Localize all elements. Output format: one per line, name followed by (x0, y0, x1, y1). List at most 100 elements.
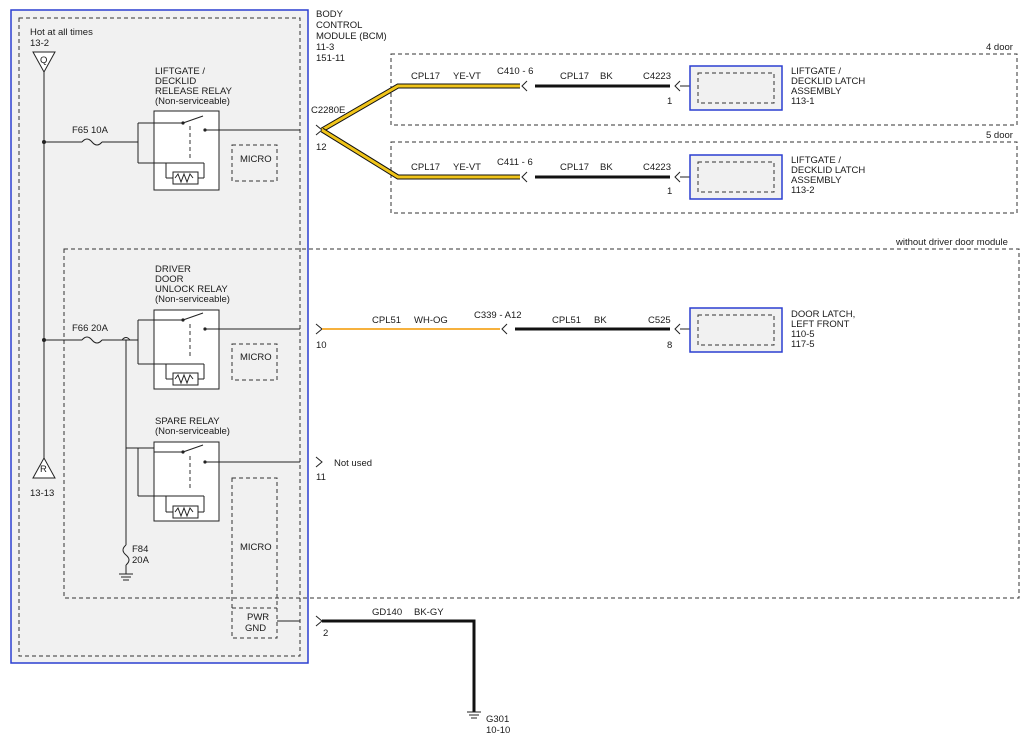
c4-left-wire: CPL17 (411, 71, 440, 82)
svg-text:R: R (40, 464, 47, 475)
main-micro-box: MICRO PWR GND (231, 477, 278, 639)
f84-fuse-symbol (122, 544, 130, 566)
dd-left-color: WH-OG (414, 315, 448, 326)
g301-label: G301 (486, 714, 509, 725)
pin-12-arrow (315, 124, 323, 136)
svg-text:DECKLID LATCH: DECKLID LATCH (791, 165, 865, 176)
c5-right-color: BK (600, 162, 613, 173)
svg-text:GND: GND (245, 623, 266, 634)
c5-inline-connector: C411 - 6 (497, 157, 533, 168)
f66-fuse-symbol (81, 336, 103, 344)
svg-text:MICRO: MICRO (240, 542, 272, 553)
not-used-label: Not used (334, 458, 372, 469)
c4-connector: C4223 (643, 71, 671, 82)
svg-text:ASSEMBLY: ASSEMBLY (791, 86, 842, 97)
svg-text:RELEASE RELAY: RELEASE RELAY (155, 86, 233, 97)
driver-door-unlock-relay (137, 309, 300, 390)
svg-text:LIFTGATE /: LIFTGATE / (791, 155, 841, 166)
liftgate-micro-box: MICRO (231, 144, 278, 182)
gnd-black-wire (322, 619, 476, 712)
without-ddm-group-box (63, 248, 1020, 599)
svg-text:SPARE RELAY: SPARE RELAY (155, 416, 220, 427)
pin-11-label: 11 (316, 472, 326, 483)
pin-10-arrow (315, 323, 323, 335)
dd-right-color: BK (594, 315, 607, 326)
pin-12-label: 12 (316, 142, 327, 153)
svg-text:110-5: 110-5 (791, 329, 815, 340)
c5-left-color: YE-VT (453, 162, 481, 173)
c4-left-color: YE-VT (453, 71, 481, 82)
f65-fuse-symbol (81, 138, 103, 146)
c5-connector: C4223 (643, 162, 671, 173)
c4-end-arrow (674, 80, 681, 92)
pin-2-arrow (315, 615, 323, 627)
svg-text:LEFT FRONT: LEFT FRONT (791, 319, 850, 330)
driver-micro-box: MICRO (231, 343, 278, 381)
dd-connector: C525 (648, 315, 671, 326)
door-latch-label: DOOR LATCH, LEFT FRONT 110-5 117-5 (791, 309, 855, 350)
svg-text:Q: Q (40, 55, 47, 66)
c2280e-connector-label: C2280E (311, 105, 345, 116)
dd-inline-connector: C339 - A12 (474, 310, 522, 321)
c4-right-color: BK (600, 71, 613, 82)
svg-text:MICRO: MICRO (240, 154, 272, 165)
liftgate-relay-label: LIFTGATE / DECKLID RELEASE RELAY (Non-se… (155, 66, 233, 107)
without-ddm-group-label: without driver door module (895, 237, 1008, 248)
svg-text:LIFTGATE /: LIFTGATE / (791, 66, 841, 77)
svg-text:ASSEMBLY: ASSEMBLY (791, 175, 842, 186)
c5-right-wire: CPL17 (560, 162, 589, 173)
c5-end-arrow (674, 171, 681, 183)
pin-2-label: 2 (323, 628, 328, 639)
svg-text:DECKLID: DECKLID (155, 76, 196, 87)
pin-10-label: 10 (316, 340, 327, 351)
latch-4door-label: LIFTGATE / DECKLID LATCH ASSEMBLY 113-1 (791, 66, 865, 107)
hot-at-all-times-label: Hot at all times (30, 27, 93, 38)
dd-pin: 8 (667, 340, 672, 351)
svg-text:DOOR LATCH,: DOOR LATCH, (791, 309, 855, 320)
svg-text:PWR: PWR (247, 612, 269, 623)
dd-left-wire: CPL51 (372, 315, 401, 326)
svg-text:113-2: 113-2 (791, 185, 815, 196)
latch-5door-component (689, 154, 783, 200)
pin-11-arrow (315, 456, 323, 468)
bcm-internal-outline (18, 17, 301, 657)
four-door-group-label: 4 door (986, 42, 1013, 53)
svg-text:MODULE (BCM): MODULE (BCM) (316, 31, 387, 42)
c5-pin: 1 (667, 186, 672, 197)
five-door-group-label: 5 door (986, 130, 1013, 141)
driver-relay-label: DRIVER DOOR UNLOCK RELAY (Non-serviceabl… (155, 264, 230, 305)
cpl17-yellow-harness (320, 83, 520, 180)
dd-end-arrow (674, 323, 681, 335)
svg-text:BODY: BODY (316, 9, 344, 20)
svg-text:(Non-serviceable): (Non-serviceable) (155, 294, 230, 305)
g301-ground-icon (467, 711, 481, 719)
f84-ground-icon (119, 573, 133, 581)
hot-feed-ref: 13-2 (30, 38, 49, 49)
c4-right-wire: CPL17 (560, 71, 589, 82)
five-door-group-box (390, 141, 1018, 214)
f66-label: F66 20A (72, 323, 109, 334)
svg-text:MICRO: MICRO (240, 352, 272, 363)
svg-text:DOOR: DOOR (155, 274, 184, 285)
bus-crossover (121, 337, 131, 341)
f84-label: F84 (132, 544, 148, 555)
svg-text:UNLOCK RELAY: UNLOCK RELAY (155, 284, 228, 295)
dd-inline-arrow (501, 323, 508, 335)
svg-text:DRIVER: DRIVER (155, 264, 191, 275)
gnd-wire-label: GD140 (372, 607, 402, 618)
latch-4door-component (689, 65, 783, 111)
c5-left-wire: CPL17 (411, 162, 440, 173)
dd-right-wire: CPL51 (552, 315, 581, 326)
svg-text:11-3: 11-3 (316, 42, 334, 53)
bcm-title: BODY CONTROL MODULE (BCM) 11-3 151-11 (316, 9, 387, 64)
r-connector-symbol: R (32, 456, 56, 479)
svg-text:113-1: 113-1 (791, 96, 815, 107)
c4-inline-arrow (521, 80, 528, 92)
spare-relay-label: SPARE RELAY (Non-serviceable) (155, 416, 230, 437)
gnd-color-label: BK-GY (414, 607, 444, 618)
q-connector-symbol: Q (32, 51, 56, 74)
g301-ref: 10-10 (486, 725, 510, 736)
svg-text:DECKLID LATCH: DECKLID LATCH (791, 76, 865, 87)
svg-text:(Non-serviceable): (Non-serviceable) (155, 96, 230, 107)
